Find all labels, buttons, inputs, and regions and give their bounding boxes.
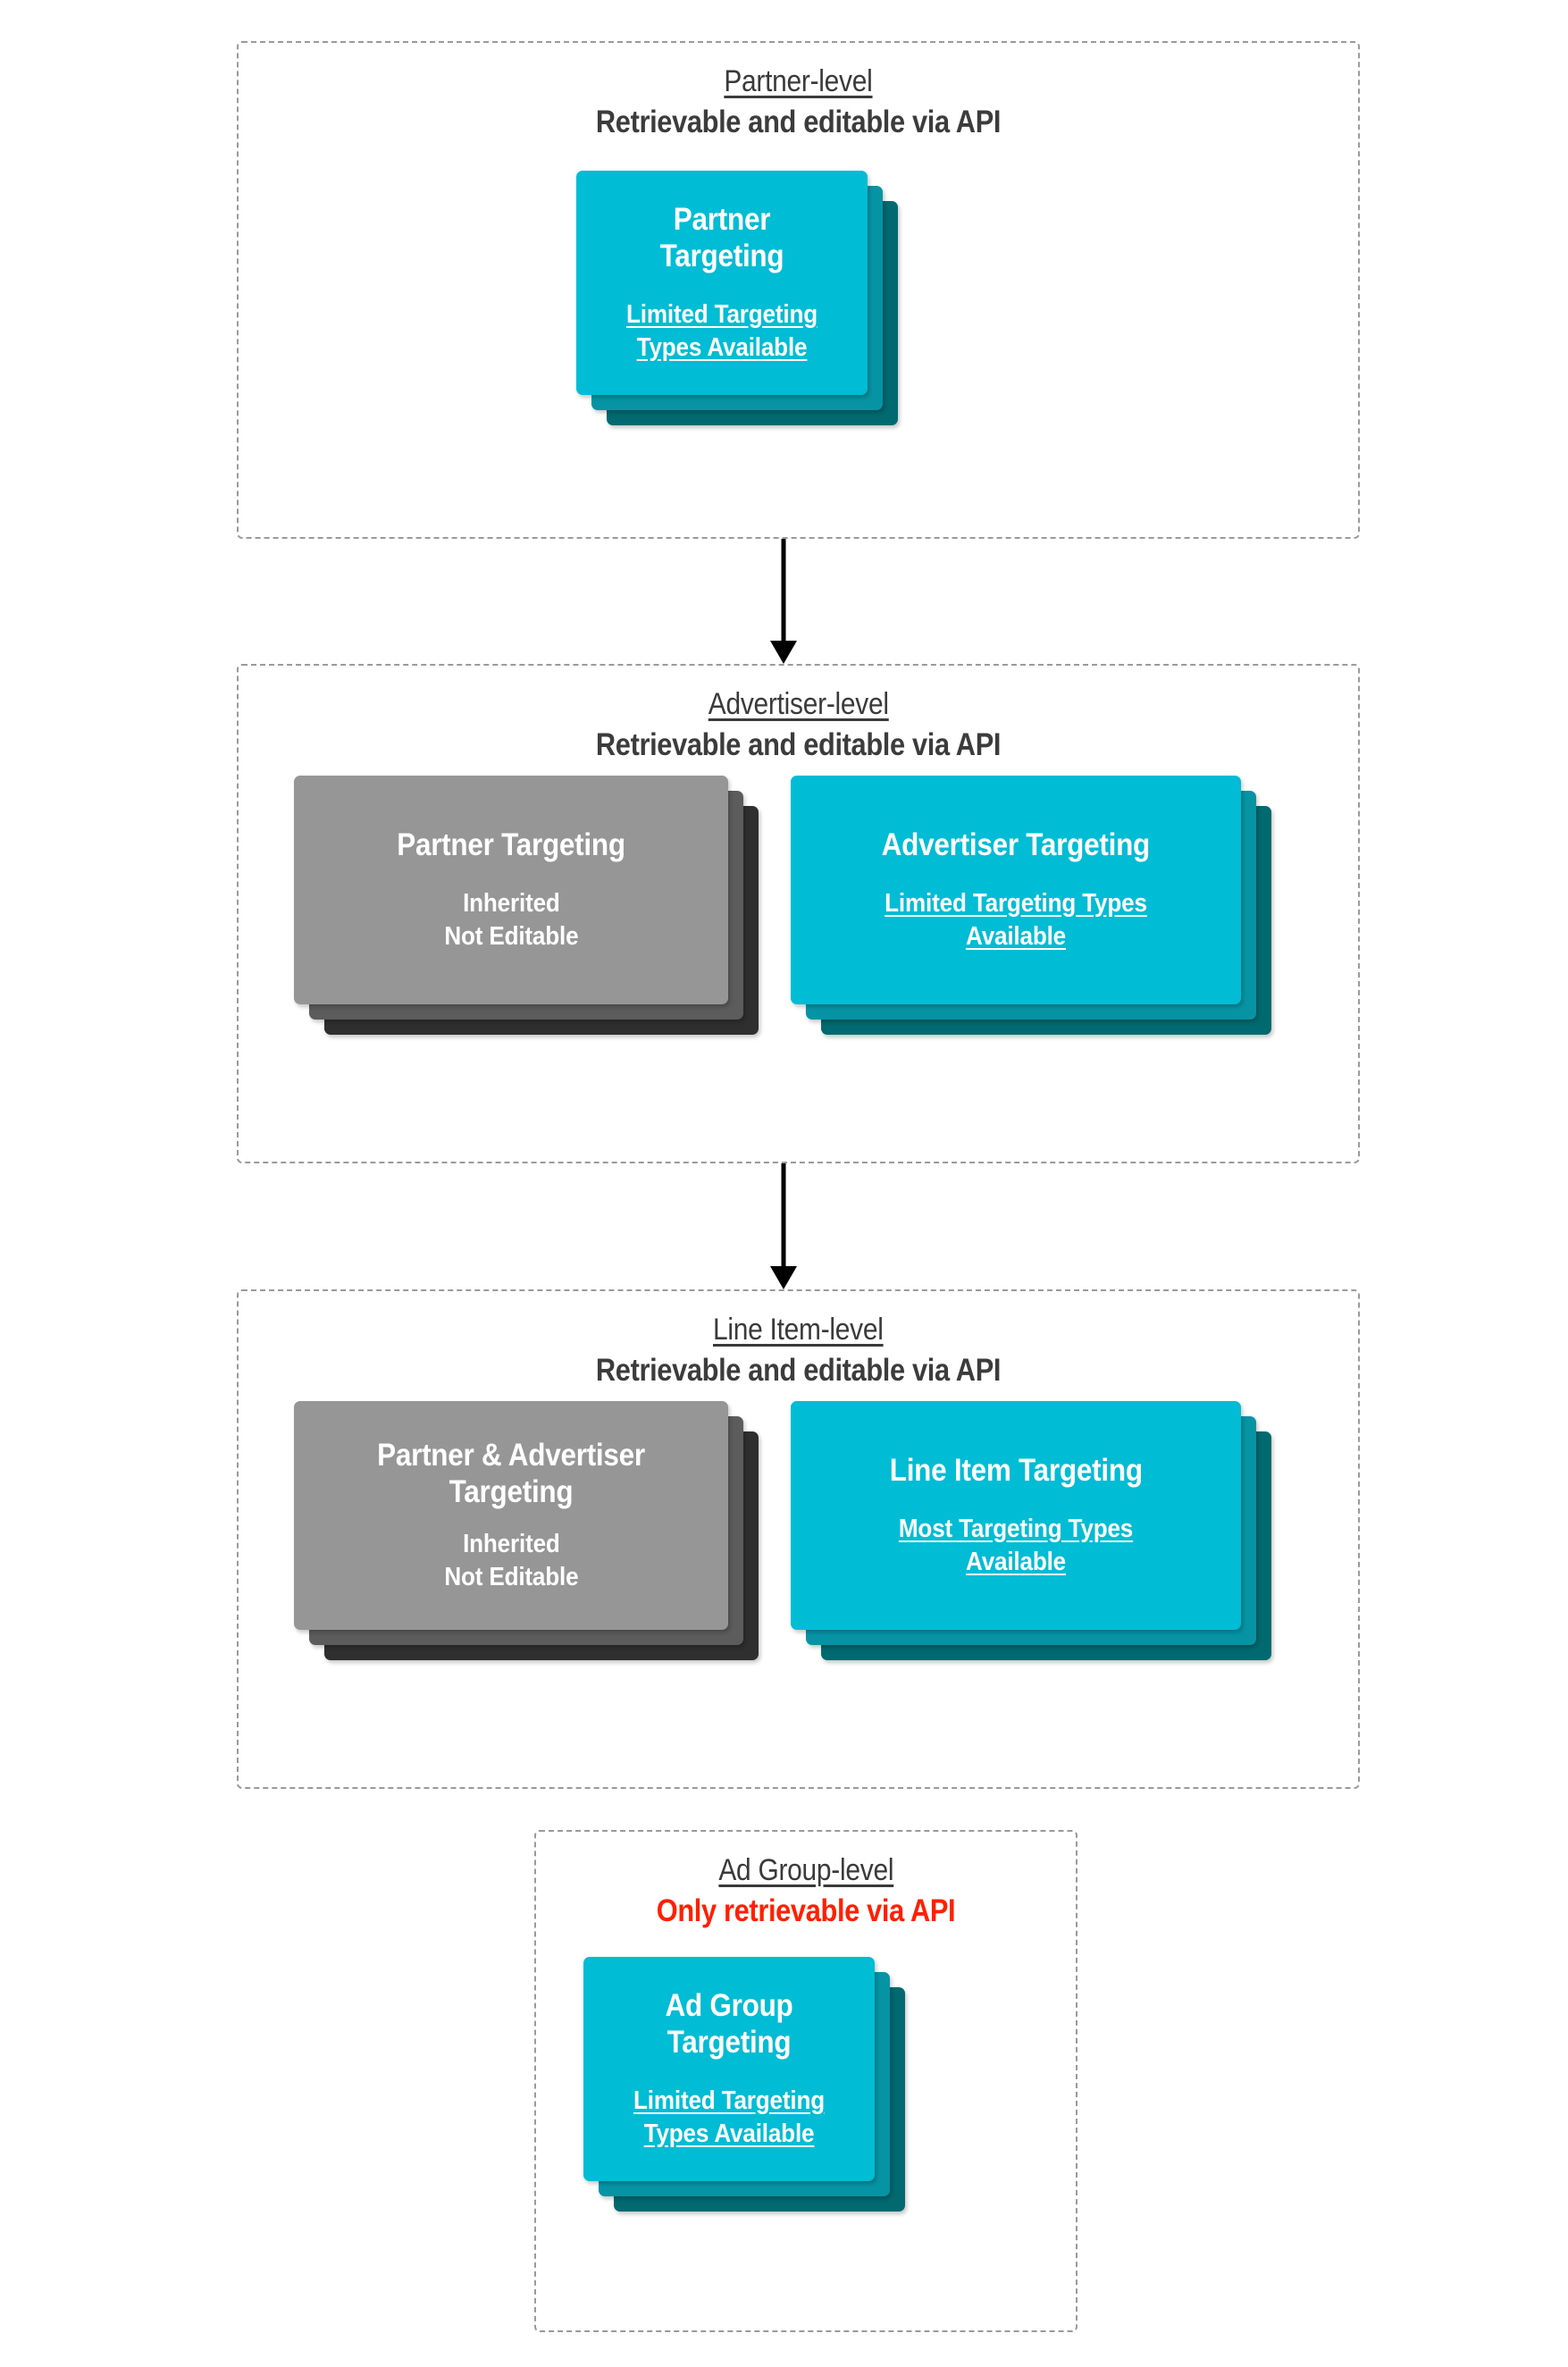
card-stack-advertiser-targeting: Advertiser Targeting Limited Targeting T… <box>791 776 1271 1035</box>
card-subtitle: Most Targeting Types Available <box>898 1514 1134 1576</box>
level-header-partner: Partner-level Retrievable and editable v… <box>239 66 1358 138</box>
level-box-ad-group: Ad Group-level Only retrievable via API … <box>534 1830 1077 2332</box>
level-box-advertiser: Advertiser-level Retrievable and editabl… <box>237 664 1360 1163</box>
level-box-line-item: Line Item-level Retrievable and editable… <box>237 1289 1360 1789</box>
card-title: Partner & Advertiser Targeting <box>377 1437 645 1509</box>
level-box-partner: Partner-level Retrievable and editable v… <box>237 41 1360 539</box>
card-stack-line-item-targeting: Line Item Targeting Most Targeting Types… <box>791 1401 1271 1660</box>
arrow-shaft <box>781 539 786 641</box>
card-title: Line Item Targeting <box>889 1453 1143 1489</box>
level-header-ad-group: Ad Group-level Only retrievable via API <box>536 1855 1076 1926</box>
card-subtitle: Limited Targeting Types Available <box>626 299 818 362</box>
card-title: Partner Targeting <box>397 827 625 863</box>
level-header-advertiser: Advertiser-level Retrievable and editabl… <box>239 689 1358 760</box>
arrow-head <box>770 1266 797 1289</box>
card-partner-targeting[interactable]: Partner Targeting Limited Targeting Type… <box>576 171 868 395</box>
card-inherited-partner-targeting[interactable]: Partner Targeting Inherited Not Editable <box>294 776 728 1004</box>
arrow-head <box>770 641 797 664</box>
card-title: Advertiser Targeting <box>881 827 1151 863</box>
arrow-shaft <box>781 1163 786 1266</box>
level-name-advertiser: Advertiser-level <box>708 687 889 721</box>
level-status-partner: Retrievable and editable via API <box>595 105 1002 139</box>
level-status-ad-group: Only retrievable via API <box>656 1893 956 1928</box>
card-stack-ad-group-targeting: Ad Group Targeting Limited Targeting Typ… <box>583 1957 905 2212</box>
card-title: Partner Targeting <box>659 202 784 274</box>
level-status-line-item: Retrievable and editable via API <box>595 1353 1002 1388</box>
level-name-line-item: Line Item-level <box>713 1313 884 1347</box>
card-stack-inherited-partner: Partner Targeting Inherited Not Editable <box>294 776 759 1035</box>
card-subtitle: Limited Targeting Types Available <box>633 2086 825 2148</box>
card-inherited-partner-advertiser-targeting[interactable]: Partner & Advertiser Targeting Inherited… <box>294 1401 728 1630</box>
level-name-ad-group: Ad Group-level <box>718 1853 893 1887</box>
level-status-advertiser: Retrievable and editable via API <box>595 727 1002 762</box>
card-subtitle: Inherited Not Editable <box>443 888 579 951</box>
card-advertiser-targeting[interactable]: Advertiser Targeting Limited Targeting T… <box>791 776 1241 1004</box>
card-ad-group-targeting[interactable]: Ad Group Targeting Limited Targeting Typ… <box>583 1957 875 2181</box>
card-title: Ad Group Targeting <box>665 1988 793 2061</box>
card-line-item-targeting[interactable]: Line Item Targeting Most Targeting Types… <box>791 1401 1241 1630</box>
level-name-partner: Partner-level <box>724 64 873 98</box>
card-stack-partner-targeting: Partner Targeting Limited Targeting Type… <box>576 171 898 425</box>
level-header-line-item: Line Item-level Retrievable and editable… <box>239 1314 1358 1386</box>
card-subtitle: Inherited Not Editable <box>443 1530 579 1592</box>
card-subtitle: Limited Targeting Types Available <box>885 888 1147 951</box>
card-stack-inherited-partner-advertiser: Partner & Advertiser Targeting Inherited… <box>294 1401 759 1660</box>
